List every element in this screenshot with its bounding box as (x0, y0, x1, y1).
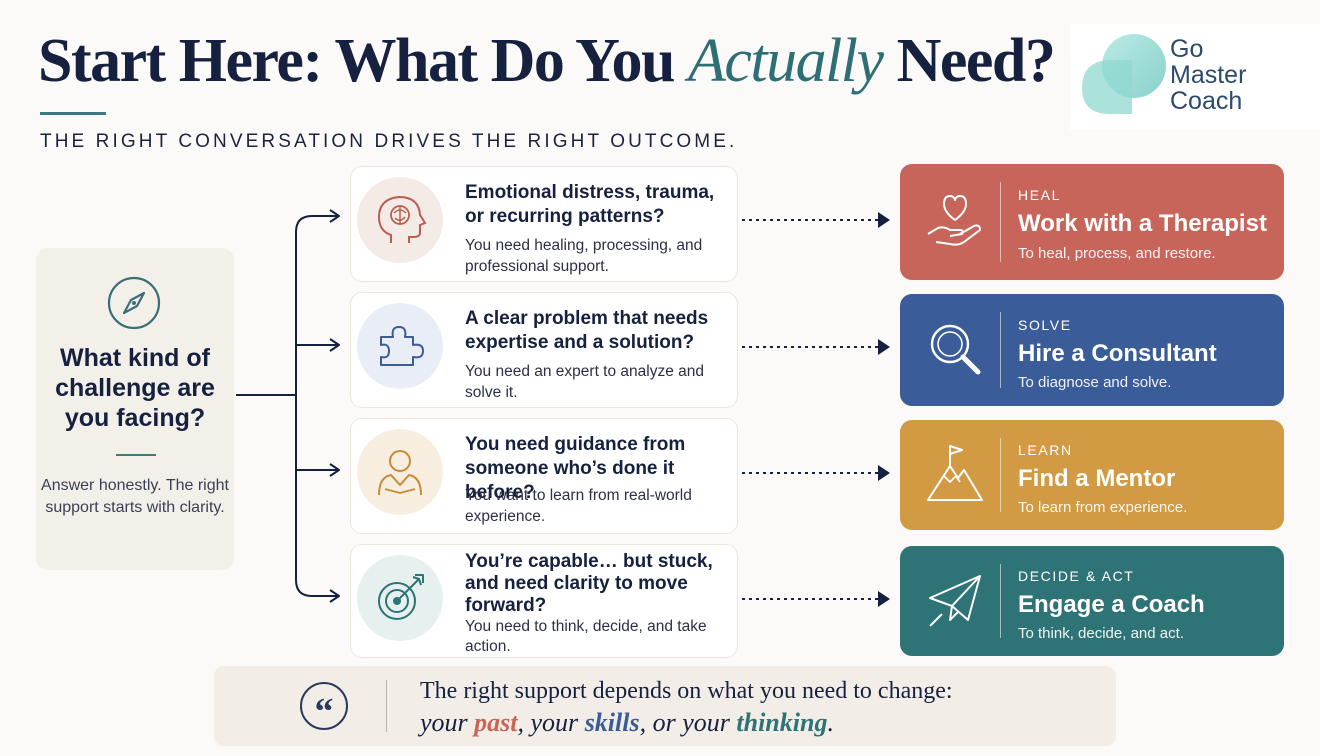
quote-word-thinking: thinking (736, 708, 828, 737)
page-title: Start Here: What Do You Actually Need? (38, 26, 1056, 97)
question-card-stuck: You’re capable… but stuck, and need clar… (350, 544, 738, 658)
question-desc: You want to learn from real-world experi… (465, 487, 692, 525)
question-icon-circle (357, 177, 443, 263)
challenge-question: What kind of challenge are you facing? (55, 344, 215, 432)
question-icon-circle (357, 555, 443, 641)
branch-1 (295, 215, 338, 233)
question-title: A clear problem that needs expertise and… (465, 308, 709, 353)
puzzle-icon (380, 326, 424, 366)
magnifier-icon (930, 324, 981, 375)
heart-hand-icon (927, 195, 981, 246)
paper-plane-icon (929, 575, 981, 627)
person-icon (378, 450, 422, 496)
question-title: You’re capable… but stuck, and need clar… (465, 551, 713, 616)
question-desc: You need an expert to analyze and solve … (465, 363, 705, 401)
outcome-kicker: DECIDE & ACT (1018, 568, 1135, 584)
outcome-kicker: LEARN (1018, 442, 1073, 458)
question-title: Emotional distress, trauma, or recurring… (465, 182, 715, 227)
outcome-subtitle: To diagnose and solve. (1018, 374, 1172, 391)
outcome-title: Hire a Consultant (1018, 340, 1217, 367)
page-subtitle: THE RIGHT CONVERSATION DRIVES THE RIGHT … (40, 131, 738, 152)
outcome-title: Work with a Therapist (1018, 210, 1267, 237)
outcome-subtitle: To think, decide, and act. (1018, 625, 1184, 642)
target-icon (378, 574, 424, 620)
mountain-flag-icon (927, 445, 983, 501)
quote-word-past: past (474, 708, 518, 737)
outcome-subtitle: To learn from experience. (1018, 499, 1188, 516)
outcome-card-therapist: HEAL Work with a Therapist To heal, proc… (900, 164, 1284, 280)
outcome-title: Engage a Coach (1018, 591, 1205, 618)
quote-divider (386, 680, 387, 732)
quote-text: , or your (639, 708, 737, 737)
quote-text: , your (517, 708, 585, 737)
question-card-problem: A clear problem that needs expertise and… (350, 292, 738, 408)
outcome-kicker: HEAL (1018, 187, 1061, 203)
challenge-divider (116, 454, 156, 456)
quote-text: . (827, 708, 834, 737)
outcome-card-mentor: LEARN Find a Mentor To learn from experi… (900, 420, 1284, 530)
outcome-kicker: SOLVE (1018, 317, 1072, 333)
title-part-1: Start Here: What Do You (38, 27, 688, 95)
title-accent: Actually (687, 27, 884, 95)
logo: Go Master Coach (1070, 24, 1320, 130)
challenge-note: Answer honestly. The right support start… (41, 477, 229, 516)
quote-icon: “ (300, 682, 348, 733)
title-underline (40, 112, 106, 115)
outcome-subtitle: To heal, process, and restore. (1018, 245, 1216, 262)
question-desc: You need to think, decide, and take acti… (465, 618, 707, 655)
compass-icon (107, 276, 161, 330)
question-card-trauma: Emotional distress, trauma, or recurring… (350, 166, 738, 282)
brain-icon (377, 195, 427, 243)
question-icon-circle (357, 303, 443, 389)
question-title: You need guidance from someone who’s don… (465, 434, 686, 503)
quote-line-1: The right support depends on what you ne… (420, 678, 953, 704)
quote-text: your (420, 708, 475, 737)
challenge-card: What kind of challenge are you facing? A… (36, 248, 234, 570)
question-card-guidance: You need guidance from someone who’s don… (350, 418, 738, 534)
branch-spine (295, 232, 338, 597)
dotted-arrows (742, 219, 878, 600)
outcome-title: Find a Mentor (1018, 465, 1176, 492)
logo-text: Go Master Coach (1170, 35, 1247, 115)
title-part-2: Need? (882, 27, 1056, 95)
question-icon-circle (357, 429, 443, 515)
quote-line-2: your past, your skills, or your thinking… (420, 708, 834, 738)
outcome-card-consultant: SOLVE Hire a Consultant To diagnose and … (900, 294, 1284, 406)
question-desc: You need healing, processing, and profes… (465, 237, 703, 275)
logo-mark-icon (1082, 34, 1166, 114)
quote-banner: “ The right support depends on what you … (214, 666, 1116, 746)
outcome-card-coach: DECIDE & ACT Engage a Coach To think, de… (900, 546, 1284, 656)
quote-word-skills: skills (584, 708, 640, 737)
